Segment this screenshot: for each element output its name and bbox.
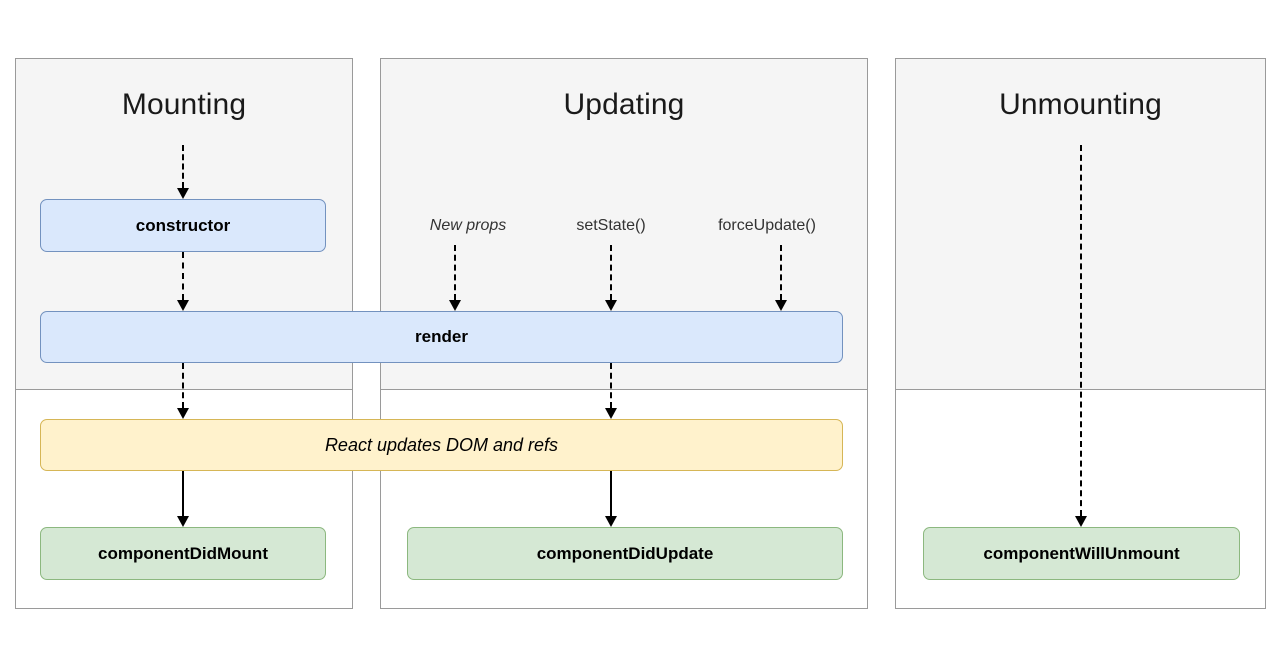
arrow-title-to-will-unmount (1070, 145, 1092, 527)
lifecycle-box-component-did-mount[interactable]: componentDidMount (40, 527, 326, 580)
arrow-set-state-to-render (600, 245, 622, 311)
lifecycle-box-react-updates-dom-and-refs[interactable]: React updates DOM and refs (40, 419, 843, 471)
arrow-title-to-constructor (172, 145, 194, 199)
panel-mounting-title: Mounting (121, 88, 247, 121)
panel-updating-title: Updating (563, 88, 685, 121)
panel-unmounting-title: Unmounting (999, 88, 1162, 121)
arrow-react-updates-to-did-mount (172, 471, 194, 527)
arrow-render-to-react-updates-mounting (172, 363, 194, 419)
lifecycle-box-constructor[interactable]: constructor (40, 199, 326, 252)
arrow-render-to-react-updates-updating (600, 363, 622, 419)
arrow-force-update-to-render (770, 245, 792, 311)
arrow-react-updates-to-did-update (600, 471, 622, 527)
lifecycle-box-component-did-update[interactable]: componentDidUpdate (407, 527, 843, 580)
lifecycle-box-render[interactable]: render (40, 311, 843, 363)
trigger-label-set-state: setState() (576, 217, 646, 234)
lifecycle-box-component-will-unmount[interactable]: componentWillUnmount (923, 527, 1240, 580)
trigger-label-force-update: forceUpdate() (718, 217, 816, 234)
trigger-label-new-props: New props (429, 217, 507, 234)
arrow-constructor-to-render (172, 252, 194, 311)
arrow-new-props-to-render (444, 245, 466, 311)
